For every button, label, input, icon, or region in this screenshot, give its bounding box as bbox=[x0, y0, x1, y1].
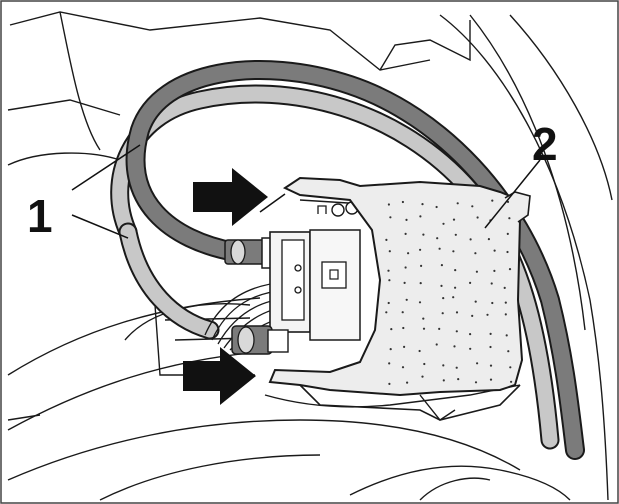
connector-upper bbox=[224, 201, 361, 341]
callout-1: 1 bbox=[27, 190, 53, 242]
leader-line-1-lower bbox=[71, 214, 129, 239]
leader-line-1-upper bbox=[71, 144, 141, 191]
leader-lines bbox=[71, 144, 541, 239]
right-arrow-icon bbox=[183, 347, 256, 405]
connector-lower bbox=[231, 325, 289, 355]
leader-line-2 bbox=[484, 159, 541, 229]
callout-2: 2 bbox=[532, 118, 558, 170]
control-unit-cover bbox=[268, 176, 531, 421]
wiring-harness-dark bbox=[125, 60, 585, 460]
cover-texture-dots bbox=[385, 199, 513, 385]
right-arrow-icon bbox=[193, 168, 286, 226]
